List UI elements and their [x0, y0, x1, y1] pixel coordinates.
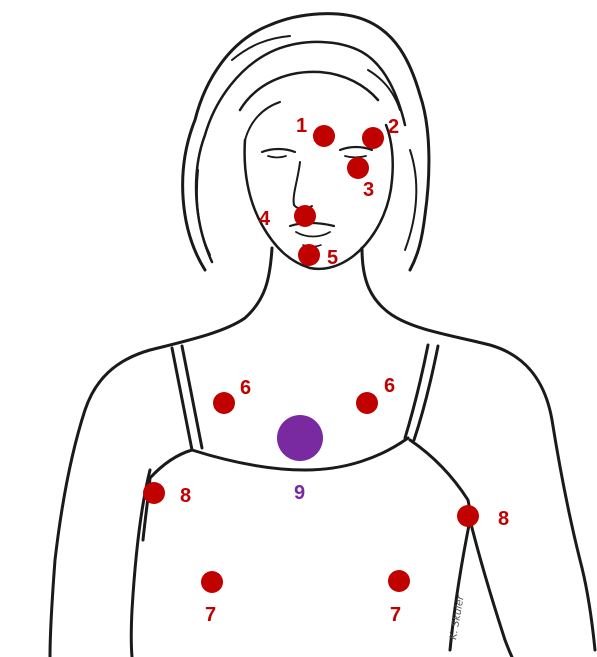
point-6-left-label: 6 [240, 377, 251, 399]
point-9-label: 9 [294, 482, 305, 504]
point-9-dot [277, 415, 323, 461]
point-7-right-label: 7 [390, 604, 401, 626]
point-6-left-dot [213, 392, 235, 414]
point-1-dot [313, 125, 335, 147]
point-7-left-label: 7 [205, 604, 216, 626]
point-5-label: 5 [327, 247, 338, 269]
point-7-right-dot [388, 570, 410, 592]
point-7-left-dot [201, 571, 223, 593]
point-1-label: 1 [296, 115, 307, 137]
point-8-right-dot [457, 505, 479, 527]
point-3-dot [347, 157, 369, 179]
point-4-label: 4 [259, 208, 271, 230]
point-8-right-label: 8 [498, 508, 509, 530]
point-5-dot [298, 244, 320, 266]
point-3-label: 3 [363, 179, 374, 201]
point-8-left-label: 8 [180, 485, 191, 507]
point-8-left-dot [143, 482, 165, 504]
point-6-right-label: 6 [384, 375, 395, 397]
point-2-dot [362, 127, 384, 149]
point-4-dot [294, 205, 316, 227]
point-2-label: 2 [388, 116, 399, 138]
torso-outline [50, 248, 595, 657]
artist-signature: K. Skuler [448, 594, 467, 641]
point-markers: 1 2 3 4 5 6 6 7 7 8 8 9 [143, 115, 509, 626]
point-6-right-dot [356, 392, 378, 414]
